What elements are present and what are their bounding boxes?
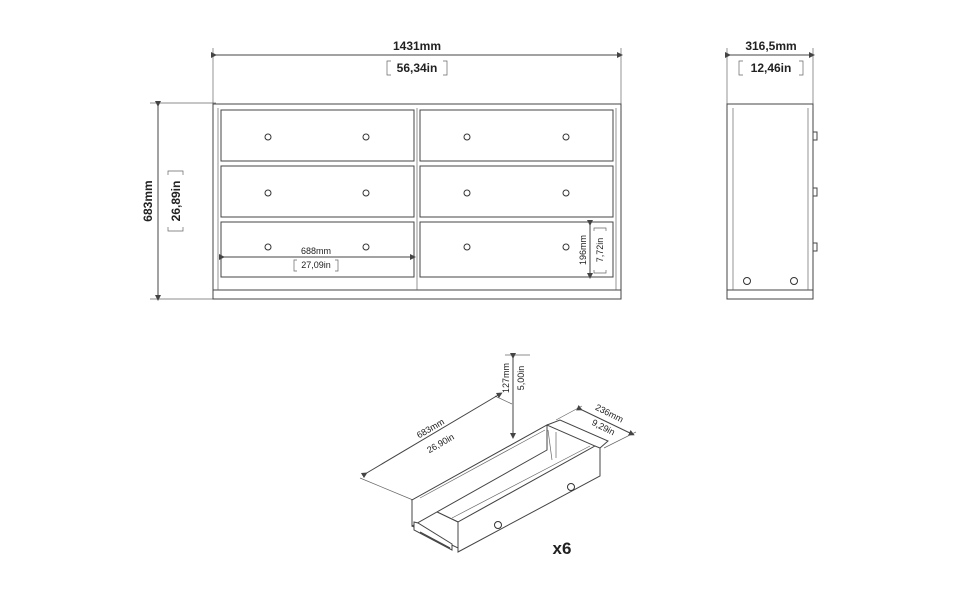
drawer-knob (264, 189, 272, 197)
drawer-height-mm: 196mm (578, 235, 588, 265)
side-panel (726, 103, 814, 300)
drawer-height-mm-iso: 127mm (501, 363, 511, 393)
drawer-knob (362, 133, 370, 141)
drawer-width-mm: 688mm (301, 246, 331, 256)
drawer-front-right-1 (419, 109, 614, 162)
drawer-knob (264, 133, 272, 141)
width-in-bracket (386, 60, 448, 76)
drawer-side-panel-left (411, 424, 548, 527)
front-view: 1431mm 56,34in 683mm 26,89in (141, 39, 623, 301)
side-knob (812, 242, 818, 252)
drawer-length-dimension-line (360, 392, 503, 479)
side-knob (812, 187, 818, 197)
drawer-knob (264, 243, 272, 251)
drawer-front-left-3 (220, 221, 415, 278)
cam-lock (743, 277, 751, 285)
front-width-mm: 1431mm (393, 39, 441, 53)
drawer-knob (562, 243, 570, 251)
drawer-knob (463, 189, 471, 197)
height-in-bracket (167, 170, 184, 232)
drawer-knob (562, 133, 570, 141)
drawer-height-in-iso: 5,00in (516, 366, 526, 391)
front-width-in: 56,34in (397, 61, 438, 75)
drawer-knob (463, 243, 471, 251)
side-depth-in: 12,46in (751, 61, 792, 75)
drawer-front-left-2 (220, 165, 415, 218)
side-knob (812, 131, 818, 141)
drawer-knob (562, 189, 570, 197)
drawer-knob (463, 133, 471, 141)
drawer-knob (362, 189, 370, 197)
drawer-front-panel (457, 445, 601, 553)
drawer-knob (362, 243, 370, 251)
drawer-front-left-1 (220, 109, 415, 162)
drawer-runner (413, 521, 453, 551)
drawer-front-right-3 (419, 221, 614, 278)
drawer-quantity: x6 (553, 539, 572, 558)
front-height-mm: 683mm (141, 180, 155, 221)
drawer-front-right-2 (419, 165, 614, 218)
front-height-in: 26,89in (169, 181, 183, 222)
drawer-isometric-view: 683mm 26,90in 127mm 5,00in 236mm 9,29in … (359, 353, 637, 558)
side-depth-mm: 316,5mm (745, 39, 796, 53)
side-view: 316,5mm 12,46in (725, 39, 818, 300)
cam-lock (790, 277, 798, 285)
drawer-iso-knob (494, 521, 502, 529)
drawer-width-dimension-line-iso (575, 404, 635, 436)
drawer-width-in: 27,09in (301, 260, 331, 270)
drawer-iso-knob (567, 483, 575, 491)
drawer-height-in: 7,72in (595, 238, 605, 263)
